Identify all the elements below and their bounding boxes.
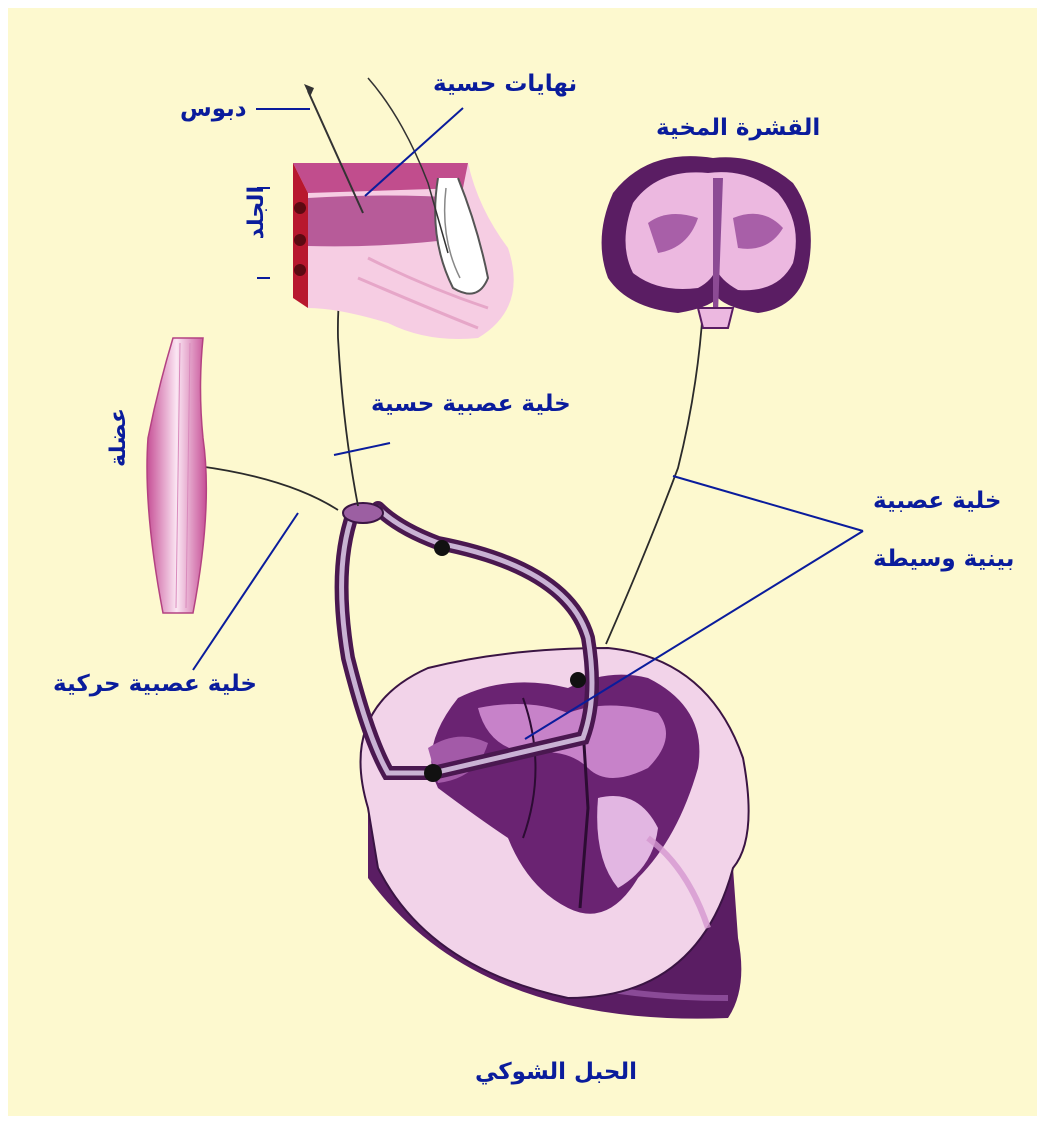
brain-drawing [602,156,811,328]
label-cerebral-cortex: القشرة المخية [656,117,820,140]
label-skin: الجلد [246,186,268,239]
label-pin: دبوس [180,98,247,121]
label-interneuron-line2: بينية وسيطة [873,548,1014,571]
skin-drawing [293,163,514,339]
label-sensory-neuron: خلية عصبية حسية [371,393,571,416]
label-interneuron-line1: خلية عصبية [873,490,1001,513]
muscle-drawing [147,338,206,613]
spinal-cord-drawing [361,648,749,1019]
label-motor-neuron: خلية عصبية حركية [53,673,257,696]
label-sensory-endings: نهايات حسية [433,73,577,96]
label-muscle: عضلة [108,408,130,467]
label-spinal-cord: الحبل الشوكي [475,1061,637,1084]
diagram-frame: دبوس نهايات حسية القشرة المخية الجلد عضل… [8,8,1037,1116]
